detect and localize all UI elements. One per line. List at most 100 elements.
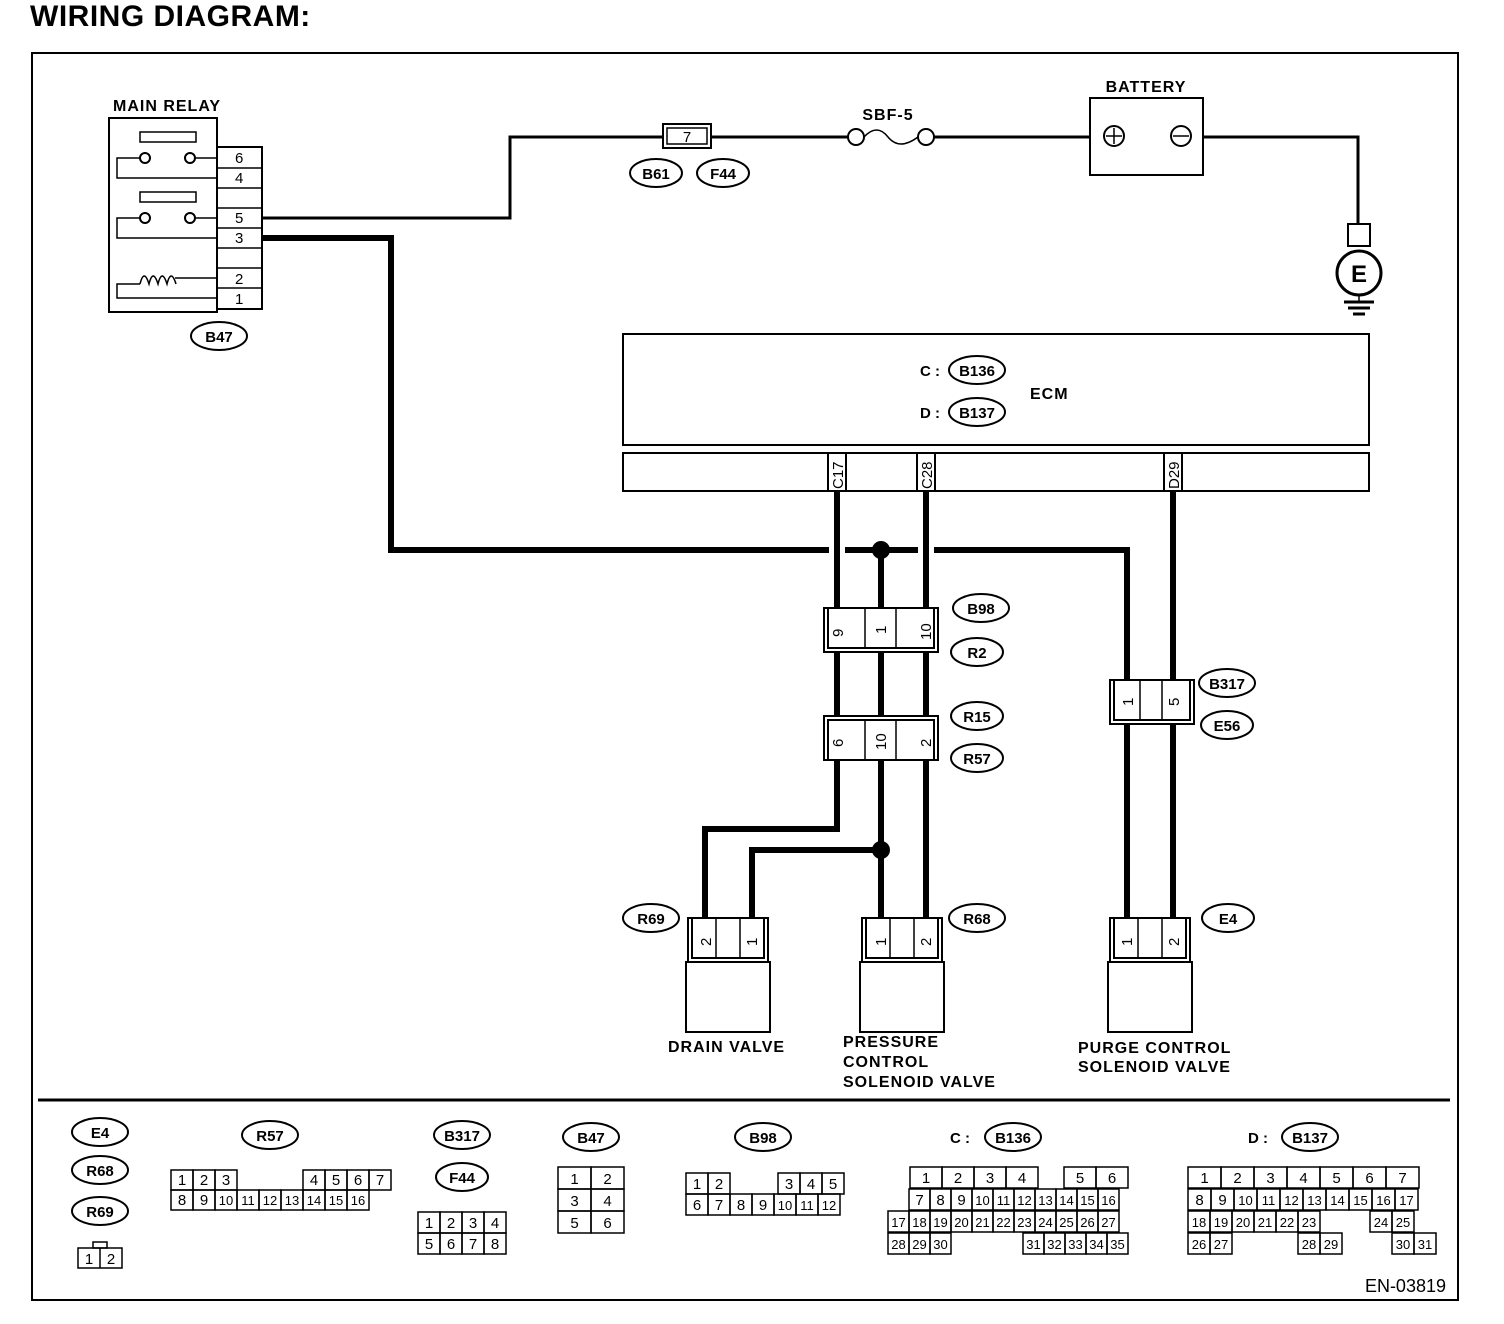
legend-pin-26: 26 [1192,1237,1206,1252]
b98-pin-1: 1 [873,626,890,634]
legend-pin-5: 5 [1076,1170,1084,1187]
main-relay: MAIN RELAY 6 4 5 3 2 1 B47 [108,98,263,351]
relay-pin-5: 5 [235,210,243,227]
legend-pin-6: 6 [1365,1170,1373,1187]
ecm-pin-c28: C28 [919,461,936,489]
legend-pin-3: 3 [986,1170,994,1187]
legend-pin-12: 12 [822,1198,836,1213]
legend-pin-13: 13 [1307,1193,1321,1208]
legend-pin-20: 20 [1236,1215,1250,1230]
pressure-control-valve: R68 1 2 PRESSURE CONTROL SOLENOID VALVE [843,903,1006,1091]
legend-b47-tag: B47 [577,1130,605,1147]
main-relay-label: MAIN RELAY [113,98,221,115]
legend-pin-15: 15 [1353,1193,1367,1208]
ecm-label: ECM [1030,386,1069,403]
purge-control-valve: E4 1 2 PURGE CONTROL SOLENOID VALVE [1078,903,1255,1076]
battery-label: BATTERY [1106,79,1187,96]
legend-pin-5: 5 [829,1176,837,1193]
pressure-pin-1: 1 [873,938,890,946]
legend-pin-15: 15 [1080,1193,1094,1208]
legend-pin-22: 22 [1280,1215,1294,1230]
b98-pin-10: 10 [918,623,935,640]
legend-pin-16: 16 [1101,1193,1115,1208]
legend-pin-30: 30 [933,1237,947,1252]
legend-pin-6: 6 [447,1236,455,1253]
heavy-wires [262,235,1176,918]
r15-pin-10: 10 [873,733,890,750]
legend-pin-4: 4 [310,1172,318,1189]
legend-pin-7: 7 [715,1197,723,1214]
legend-pin-7: 7 [469,1236,477,1253]
legend-pin-14: 14 [307,1193,321,1208]
legend-pin-6: 6 [1108,1170,1116,1187]
legend-pin-7: 7 [915,1192,923,1209]
pressure-label-line3: SOLENOID VALVE [843,1074,996,1091]
legend-pin-8: 8 [737,1197,745,1214]
relay-pin-4: 4 [235,170,243,187]
r2-tag: R2 [967,645,986,662]
legend-pin-7: 7 [1398,1170,1406,1187]
legend-pin-16: 16 [1376,1193,1390,1208]
ground-e: E [1335,223,1383,316]
legend-b317-tag: B317 [444,1128,480,1145]
b137-tag: B137 [959,405,995,422]
b136-tag: B136 [959,363,995,380]
r69-tag: R69 [637,911,665,928]
drain-pin-2: 2 [698,938,715,946]
legend-pin-24: 24 [1038,1215,1052,1230]
legend-e4-pin-1: 1 [85,1251,93,1268]
ecm-pin-c17: C17 [830,461,847,489]
drain-pin-1: 1 [744,938,761,946]
ecm-c-prefix: C : [920,363,940,380]
legend-pin-23: 23 [1302,1215,1316,1230]
legend-r57-tag: R57 [256,1128,284,1145]
b317-tag: B317 [1209,676,1245,693]
legend-pin-14: 14 [1059,1193,1073,1208]
legend-pin-8: 8 [1195,1192,1203,1209]
ecm: C : B136 D : B137 ECM C17 C28 D29 [622,333,1370,492]
legend-pin-10: 10 [975,1193,989,1208]
legend-pin-35: 35 [1110,1237,1124,1252]
legend-pin-5: 5 [1332,1170,1340,1187]
legend-pin-30: 30 [1396,1237,1410,1252]
legend-pin-6: 6 [693,1197,701,1214]
legend-pin-2: 2 [603,1171,611,1188]
legend-e4-tag: E4 [91,1125,110,1142]
legend-pin-4: 4 [603,1193,611,1210]
legend-pin-4: 4 [1018,1170,1026,1187]
diagram-frame [31,52,1459,1301]
purge-label-line1: PURGE CONTROL [1078,1040,1231,1057]
pressure-label-line1: PRESSURE [843,1034,939,1051]
document-id: EN-03819 [1365,1276,1446,1296]
legend-pin-13: 13 [1038,1193,1052,1208]
legend-pin-31: 31 [1418,1237,1432,1252]
relay-pin-2: 2 [235,271,243,288]
relay-pin-3: 3 [235,230,243,247]
legend-pin-18: 18 [1192,1215,1206,1230]
connector-b317-e56: 1 5 B317 E56 [1109,668,1256,740]
purge-pin-1: 1 [1119,938,1136,946]
legend-b137-tag: B137 [1292,1130,1328,1147]
relay-pin-6: 6 [235,150,243,167]
ecm-d-prefix: D : [920,405,940,422]
legend-pin-12: 12 [1017,1193,1031,1208]
legend-pin-23: 23 [1017,1215,1031,1230]
legend-b136-tag: B136 [995,1130,1031,1147]
ecm-pin-d29: D29 [1166,461,1183,489]
legend-pin-19: 19 [933,1215,947,1230]
wire-battery-to-ground [1203,135,1360,224]
legend-pin-5: 5 [425,1236,433,1253]
legend-pin-8: 8 [491,1236,499,1253]
legend-pin-6: 6 [603,1215,611,1232]
b98-pin-9: 9 [830,629,847,637]
legend-pin-11: 11 [800,1198,814,1213]
legend-pin-22: 22 [996,1215,1010,1230]
b47-tag: B47 [205,329,233,346]
legend-pin-27: 27 [1214,1237,1228,1252]
legend-pin-2: 2 [715,1176,723,1193]
legend-pin-7: 7 [376,1172,384,1189]
legend-pin-10: 10 [778,1198,792,1213]
